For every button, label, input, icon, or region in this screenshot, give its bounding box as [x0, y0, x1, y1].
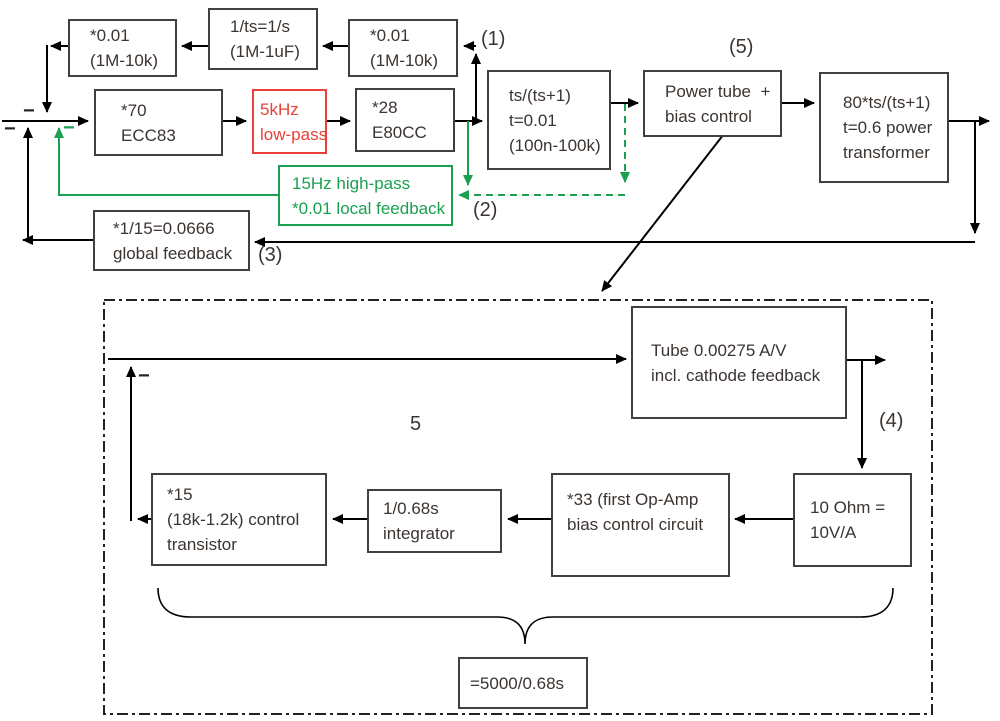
block-line: (1M-10k) [90, 51, 159, 70]
block-feedback-0.01-left: *0.01 (1M-10k) [68, 19, 177, 77]
block-line: *0.01 local feedback [292, 198, 446, 218]
block-line: bias control [665, 106, 752, 126]
block-line: incl. cathode feedback [651, 365, 821, 385]
minus-sign-bias-loop: − [138, 365, 150, 387]
feedback-1-chain [42, 41, 481, 121]
block-line: t=0.6 power [843, 118, 933, 137]
block-local-feedback: 15Hz high-pass *0.01 local feedback [278, 165, 453, 226]
block-loop-gain: =5000/0.68s [458, 657, 588, 709]
minus-sign-feedback1: − [23, 100, 35, 122]
label-5: (5) [729, 36, 754, 58]
label-1: (1) [481, 28, 506, 50]
detail-box-border [103, 299, 933, 715]
block-line: 80*ts/(ts+1) [843, 93, 931, 112]
block-line: (18k-1.2k) control [167, 510, 300, 529]
block-opamp-bias-control: *33 (first Op-Amp bias control circuit [551, 473, 730, 577]
global-feedback-path [22, 121, 980, 247]
block-line: 10 Ohm = [810, 498, 886, 517]
label-4: (4) [879, 410, 904, 432]
block-line: (1M-1uF) [230, 42, 300, 61]
block-line: ts/(ts+1) [509, 85, 571, 105]
block-line: 10V/A [810, 523, 857, 542]
block-line: 5kHz [260, 99, 299, 119]
detail-callout-arrow [601, 129, 728, 292]
block-line: Power tube + [665, 81, 771, 101]
block-line: 1/ts=1/s [230, 17, 291, 36]
block-line: 1/0.68s [383, 499, 439, 518]
block-line: (1M-10k) [370, 51, 439, 70]
block-line: *1/15=0.0666 [113, 218, 215, 238]
block-e80cc-stage: *28 E80CC [355, 88, 455, 152]
block-line: bias control circuit [567, 515, 704, 534]
block-ts-highpass: ts/(ts+1) t=0.01 (100n-100k) [487, 70, 611, 170]
block-feedback-0.01-right: *0.01 (1M-10k) [348, 19, 458, 77]
brace [157, 587, 894, 645]
block-line: *70 [121, 100, 147, 120]
block-global-feedback: *1/15=0.0666 global feedback [93, 210, 250, 271]
block-line: *28 [372, 98, 398, 117]
label-2: (2) [473, 199, 498, 221]
block-line: *33 (first Op-Amp [567, 490, 699, 509]
block-line: *0.01 [90, 26, 130, 45]
block-power-tube: Power tube + bias control [643, 70, 782, 137]
block-line: low-pass [260, 124, 328, 144]
block-tube-detail: Tube 0.00275 A/V incl. cathode feedback [631, 306, 847, 419]
local-feedback-path [54, 104, 630, 200]
block-line: global feedback [113, 243, 233, 263]
block-line: *15 [167, 485, 193, 504]
block-line: *0.01 [370, 26, 410, 45]
block-line: integrator [383, 524, 455, 543]
block-line: Tube 0.00275 A/V [651, 340, 787, 360]
block-line: t=0.01 [509, 110, 557, 130]
block-line: transformer [843, 143, 930, 162]
minus-sign-global-feedback: − [4, 118, 16, 140]
block-line: transistor [167, 535, 237, 554]
label-3: (3) [258, 244, 283, 266]
label-inner-5: 5 [410, 413, 422, 435]
block-line: =5000/0.68s [470, 673, 565, 693]
block-line: E80CC [372, 123, 427, 142]
block-ecc83-stage: *70 ECC83 [94, 89, 223, 156]
block-integrator: 1/0.68s integrator [367, 489, 502, 553]
block-control-transistor: *15 (18k-1.2k) control transistor [151, 473, 327, 566]
block-power-transformer: 80*ts/(ts+1) t=0.6 power transformer [819, 72, 949, 183]
block-line: (100n-100k) [509, 135, 601, 155]
block-line: ECC83 [121, 125, 176, 145]
block-line: 15Hz high-pass [292, 173, 411, 193]
block-5khz-lowpass: 5kHz low-pass [252, 89, 327, 154]
block-1ts-integrator: 1/ts=1/s (1M-1uF) [208, 8, 318, 70]
bias-detail-wiring [108, 354, 886, 524]
block-shunt-resistor: 10 Ohm = 10V/A [793, 473, 912, 567]
forward-path [2, 98, 990, 126]
minus-sign-local-feedback: − [63, 117, 75, 139]
